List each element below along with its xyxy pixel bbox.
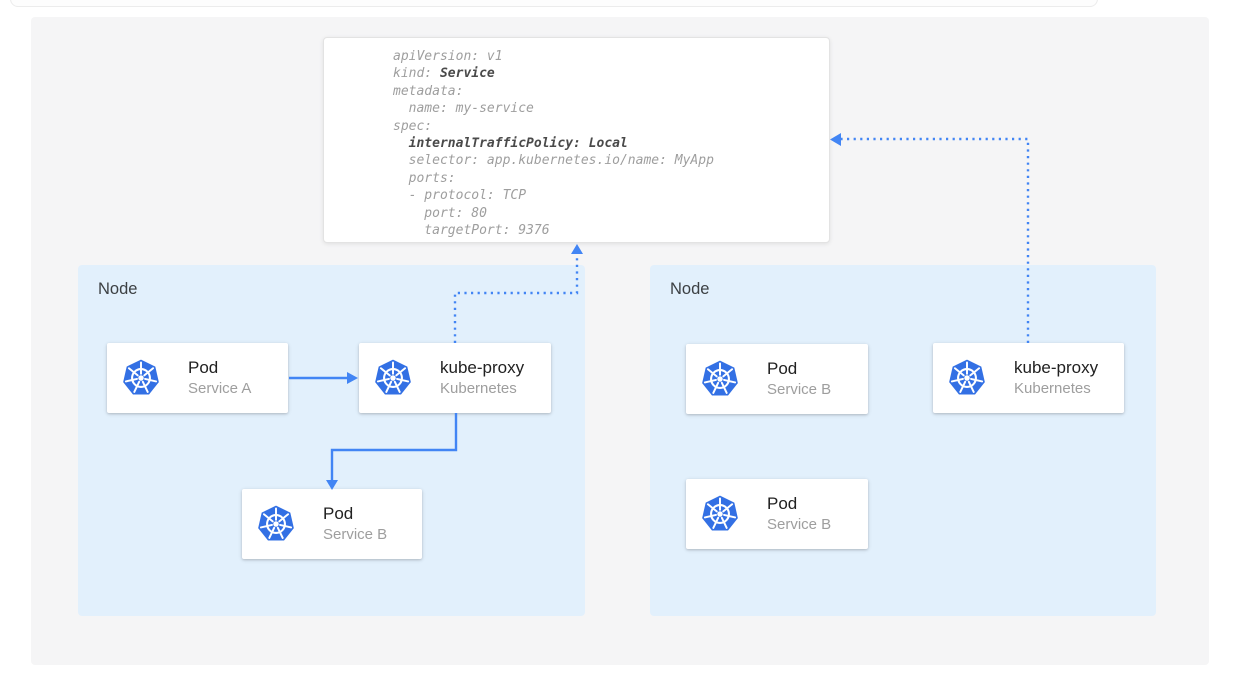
- card-subtitle: Kubernetes: [440, 380, 517, 397]
- kubernetes-icon: [257, 504, 295, 542]
- card-title: Pod: [767, 359, 798, 378]
- card-title: Pod: [323, 504, 354, 523]
- node-right: Node: [650, 265, 1156, 616]
- card-text: Pod Service B: [323, 503, 387, 545]
- kubernetes-icon: [701, 359, 739, 397]
- card-subtitle: Service A: [188, 380, 252, 397]
- card-title: Pod: [188, 358, 219, 377]
- card-text: kube-proxy Kubernetes: [1014, 357, 1098, 399]
- kubernetes-icon: [701, 494, 739, 532]
- yaml-line: targetPort: 9376: [393, 223, 550, 239]
- card-subtitle: Kubernetes: [1014, 380, 1091, 397]
- card-text: kube-proxy Kubernetes: [440, 357, 524, 399]
- yaml-line: name: my-service: [393, 101, 534, 117]
- card-subtitle: Service B: [323, 526, 388, 543]
- yaml-line: metadata:: [393, 83, 464, 99]
- yaml-line: ports:: [393, 170, 456, 186]
- yaml-line: internalTrafficPolicy: Local: [408, 136, 628, 152]
- card-subtitle: Service B: [767, 516, 832, 533]
- yaml-line: spec:: [393, 118, 433, 134]
- kubernetes-icon: [374, 358, 412, 396]
- yaml-line: - protocol: TCP: [393, 188, 527, 204]
- yaml-line: kind: Service: [393, 66, 495, 82]
- previous-card-bottom-edge: [10, 0, 1098, 7]
- card-kube-proxy-left: kube-proxy Kubernetes: [359, 343, 551, 413]
- card-title: kube-proxy: [440, 358, 525, 377]
- card-text: Pod Service B: [767, 358, 831, 400]
- kubernetes-icon: [122, 358, 160, 396]
- node-left: Node: [78, 265, 585, 616]
- card-kube-proxy-right: kube-proxy Kubernetes: [933, 343, 1124, 413]
- kubernetes-icon: [948, 358, 986, 396]
- card-title: kube-proxy: [1014, 358, 1099, 377]
- yaml-line: apiVersion: v1: [393, 49, 503, 64]
- yaml-line: port: 80: [393, 205, 487, 221]
- node-right-label: Node: [670, 280, 710, 298]
- card-text: Pod Service A: [188, 357, 251, 399]
- card-subtitle: Service B: [767, 381, 832, 398]
- yaml-line: selector: app.kubernetes.io/name: MyApp: [393, 153, 714, 169]
- node-left-label: Node: [98, 280, 138, 298]
- card-text: Pod Service B: [767, 493, 831, 535]
- card-pod-service-b-left: Pod Service B: [242, 489, 422, 559]
- card-title: Pod: [767, 494, 798, 513]
- card-pod-service-b-right-1: Pod Service B: [686, 344, 868, 414]
- card-pod-service-a: Pod Service A: [107, 343, 288, 413]
- card-pod-service-b-right-2: Pod Service B: [686, 479, 868, 549]
